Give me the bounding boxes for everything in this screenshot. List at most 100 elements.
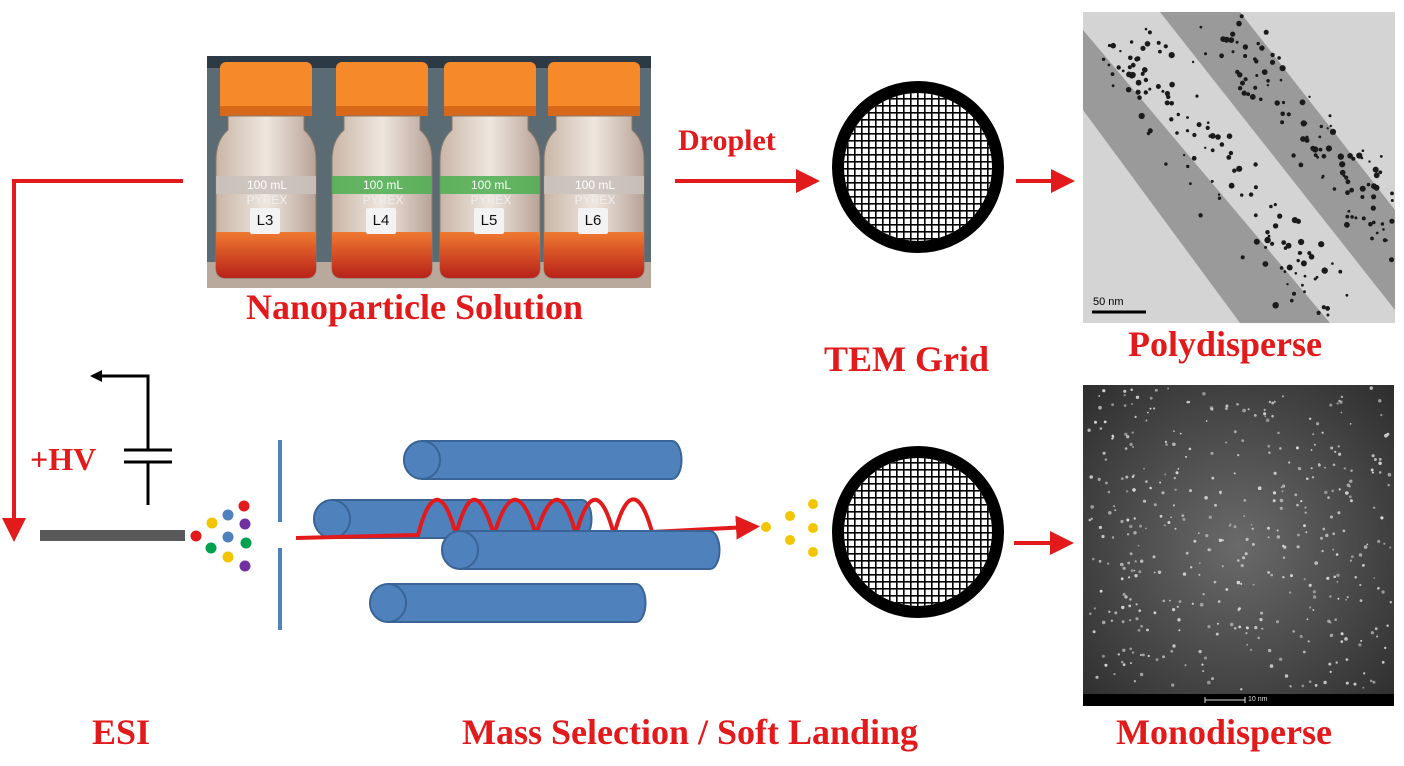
nanoparticle-dot [1329,633,1334,638]
nanoparticle-dot [1320,536,1323,540]
nanoparticle-dot [1165,443,1168,446]
nanoparticle-dot [1290,298,1294,303]
nanoparticle-dot [1202,670,1205,673]
nanoparticle-dot [1189,489,1192,493]
nanoparticle-dot [1295,218,1301,224]
nanoparticle-dot [1322,527,1326,531]
nanoparticle-dot [1130,662,1132,665]
nanoparticle-dot [1128,55,1133,61]
nanoparticle-dot [1220,36,1226,42]
nanoparticle-dot [1182,572,1187,576]
nanoparticle-dot [1321,549,1324,553]
nanoparticle-dot [1232,168,1237,173]
nanoparticle-dot [1240,564,1244,568]
nanoparticle-dot [1267,536,1270,539]
nanoparticle-dot [1095,675,1099,679]
nanoparticle-dot [1108,511,1112,515]
nanoparticle-dot [1114,509,1117,512]
nanoparticle-dot [1326,313,1330,317]
nanoparticle-dot [1361,149,1365,152]
nanoparticle-dot [1191,155,1197,161]
nanoparticle-solution-photo [207,56,651,288]
nanoparticle-dot [1142,499,1147,503]
nanoparticle-dot [1144,41,1151,47]
nanoparticle-dot [1263,412,1267,416]
nanoparticle-dot [1353,682,1357,686]
nanoparticle-dot [1319,124,1324,129]
nanoparticle-dot [1280,486,1283,489]
nanoparticle-dot [1375,231,1379,235]
nanoparticle-dot [1373,577,1376,579]
nanoparticle-dot [1225,407,1228,410]
nanoparticle-dot [1102,451,1106,455]
nanoparticle-dot [1366,182,1371,187]
nanoparticle-dot [1133,531,1137,535]
nanoparticle-dot [1154,388,1158,392]
nanoparticle-dot [1291,153,1296,158]
nanoparticle-dot [1312,595,1317,599]
nanoparticle-dot [1166,94,1171,100]
nanoparticle-dot [1090,517,1093,520]
nanoparticle-dot [1217,196,1222,200]
nanoparticle-dot [1360,156,1364,160]
nanoparticle-dot [1143,90,1149,95]
bottle-volume-label: 100 mL [470,178,512,192]
nanoparticle-dot [1285,242,1292,249]
nanoparticle-dot [1219,53,1224,59]
nanoparticle-dot [1254,626,1258,630]
nanoparticle-dot [1230,31,1236,37]
nanoparticle-dot [1159,481,1162,484]
nanoparticle-dot [1173,430,1175,433]
nanoparticle-dot [1351,156,1356,161]
nanoparticle-dot [1338,488,1341,491]
nanoparticle-dot [1243,54,1248,58]
nanoparticle-dot [1092,630,1096,634]
nanoparticle-dot [1179,432,1182,435]
nanoparticle-dot [1299,634,1303,639]
nanoparticle-dot [1267,444,1271,448]
nanoparticle-dot [1281,100,1286,105]
nanoparticle-dot [1380,222,1385,226]
nanoparticle-dot [1104,458,1108,461]
nanoparticle-dot [1382,228,1385,231]
nanoparticle-dot [1145,480,1148,483]
nanoparticle-dot [1120,577,1124,581]
nanoparticle-dot [1207,680,1211,685]
nanoparticle-dot [1373,506,1376,509]
nanoparticle-dot [1129,552,1133,556]
quadrupole-rod [440,530,721,570]
nanoparticle-dot [1259,45,1265,51]
nanoparticle-dot [1117,653,1121,656]
nanoparticle-dot [1245,632,1248,635]
nanoparticle-dot [1246,643,1249,646]
nanoparticle-dot [1332,532,1336,536]
nanoparticle-dot [1145,419,1148,422]
nanoparticle-dot [1214,503,1217,507]
nanoparticle-dot [1126,533,1130,536]
nanoparticle-dot [1162,599,1166,603]
nanoparticle-dot [1264,245,1268,249]
nanoparticle-dot [1371,194,1377,200]
nanoparticle-dot [1259,97,1263,102]
nanoparticle-dot [1167,521,1171,524]
nanoparticle-dot [1107,490,1111,494]
nanoparticle-dot [1337,511,1341,515]
nanoparticle-dot [1171,683,1175,687]
hv-circuit [90,370,172,505]
nanoparticle-dot [1315,275,1319,279]
nanoparticle-dot [1210,451,1214,455]
nanoparticle-dot [1237,559,1240,562]
nanoparticle-dot [1153,611,1157,615]
nanoparticle-dot [1186,164,1190,169]
nanoparticle-dot [1274,100,1280,106]
nanoparticle-dot [1296,545,1300,549]
nanoparticle-dot [1122,648,1126,652]
nanoparticle-dot [1255,74,1259,77]
nanoparticle-dot [1123,404,1127,407]
nanoparticle-dot [1263,29,1269,35]
nanoparticle-dot [1239,14,1244,19]
nanoparticle-dot [1121,660,1124,664]
nanoparticle-dot [1303,578,1306,581]
nanoparticle-dot [1129,598,1132,601]
